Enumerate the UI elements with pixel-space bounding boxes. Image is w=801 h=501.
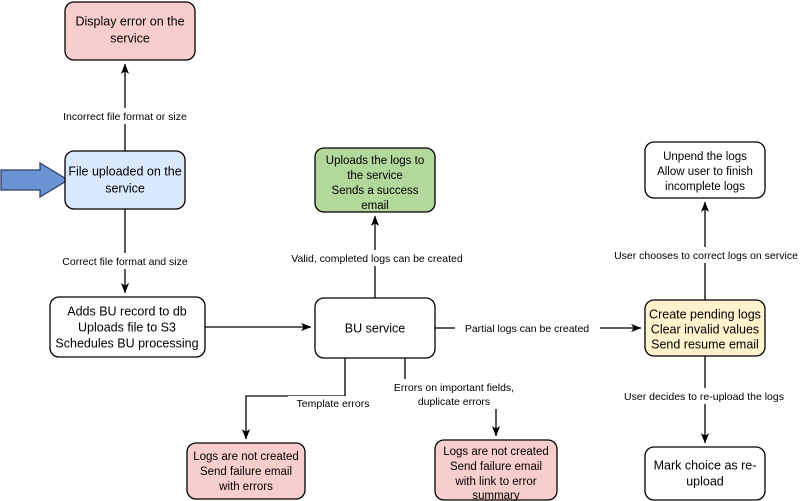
node-label-line3: Sends a success [332, 185, 419, 197]
node-label-line1: BU service [345, 321, 405, 335]
node-label-line1: Logs are not created [193, 451, 299, 463]
edge-label-template-errors: Template errors [288, 396, 378, 412]
node-label-line3: with errors [218, 481, 273, 493]
node-unpend-the-logs[interactable]: Unpend the logs Allow user to finish inc… [644, 141, 766, 199]
edge-labels-layer: Incorrect file format or size Correct fi… [48, 108, 801, 412]
edge-label-text-line1: Errors on important fields, [394, 382, 514, 394]
edge-label-text: Template errors [297, 398, 370, 410]
node-mark-choice-as-re-upload[interactable]: Mark choice as re- upload [644, 446, 766, 501]
entry-arrow-shape [0, 161, 70, 199]
nodes-layer: Display error on the service File upload… [49, 1, 766, 501]
node-label-line4: email [361, 200, 388, 212]
node-label-line2: Send failure email [450, 461, 542, 473]
node-label-line2: upload [686, 474, 724, 488]
node-label-line1: Create pending logs [649, 307, 761, 321]
node-label-line2: service [105, 181, 145, 195]
node-label-line1: Display error on the [75, 14, 184, 28]
edge-label-errors-important-fields: Errors on important fields, duplicate er… [386, 379, 522, 409]
node-label-line1: Uploads the logs to [326, 155, 424, 167]
entry-arrow [0, 161, 70, 199]
node-logs-not-created-template-errors[interactable]: Logs are not created Send failure email … [186, 442, 306, 500]
node-label-line1: Mark choice as re- [654, 458, 757, 472]
node-label-line2: Uploads file to S3 [78, 320, 176, 334]
node-bu-service[interactable]: BU service [314, 297, 436, 359]
edge-label-correct-file-format: Correct file format and size [50, 253, 201, 269]
edge-label-partial-logs: Partial logs can be created [455, 320, 600, 336]
node-label-line4: summary [472, 490, 520, 501]
edge-label-text: Valid, completed logs can be created [291, 253, 463, 265]
node-label-line3: with link to error [454, 476, 536, 488]
edge-label-text: Incorrect file format or size [63, 111, 187, 123]
node-label-line3: Send resume email [651, 337, 759, 351]
edge-label-text: User decides to re-upload the logs [624, 391, 784, 403]
edge-label-valid-completed-logs: Valid, completed logs can be created [282, 250, 472, 266]
node-label-line3: Schedules BU processing [55, 336, 198, 350]
node-label-line1: File uploaded on the [68, 164, 181, 178]
node-create-pending-logs[interactable]: Create pending logs Clear invalid values… [644, 299, 766, 357]
node-label-line2: Allow user to finish [657, 166, 753, 178]
edge-label-user-corrects-logs: User chooses to correct logs on service [607, 247, 801, 263]
node-label-line2: the service [347, 170, 403, 182]
edge-label-text: Correct file format and size [62, 256, 188, 268]
node-logs-not-created-error-summary[interactable]: Logs are not created Send failure email … [434, 439, 558, 501]
edge-label-text: Partial logs can be created [465, 323, 589, 335]
node-adds-bu-record-to-db[interactable]: Adds BU record to db Uploads file to S3 … [49, 296, 206, 358]
edge-label-text-line2: duplicate errors [418, 396, 490, 408]
edge-label-incorrect-file-format: Incorrect file format or size [48, 108, 202, 124]
edge-label-user-re-upload: User decides to re-upload the logs [618, 388, 791, 404]
node-file-uploaded-on-service[interactable]: File uploaded on the service [64, 150, 186, 210]
node-label-line1: Unpend the logs [663, 151, 747, 163]
edge-label-text: User chooses to correct logs on service [614, 250, 798, 262]
node-label-line2: service [110, 31, 150, 45]
node-label-line3: incomplete logs [665, 181, 745, 193]
node-display-error-on-service[interactable]: Display error on the service [64, 1, 196, 61]
node-label-line1: Adds BU record to db [67, 304, 187, 318]
node-label-line2: Clear invalid values [651, 322, 759, 336]
node-uploads-logs-success[interactable]: Uploads the logs to the service Sends a … [314, 147, 436, 213]
node-label-line2: Send failure email [200, 466, 292, 478]
node-label-line1: Logs are not created [443, 446, 549, 458]
